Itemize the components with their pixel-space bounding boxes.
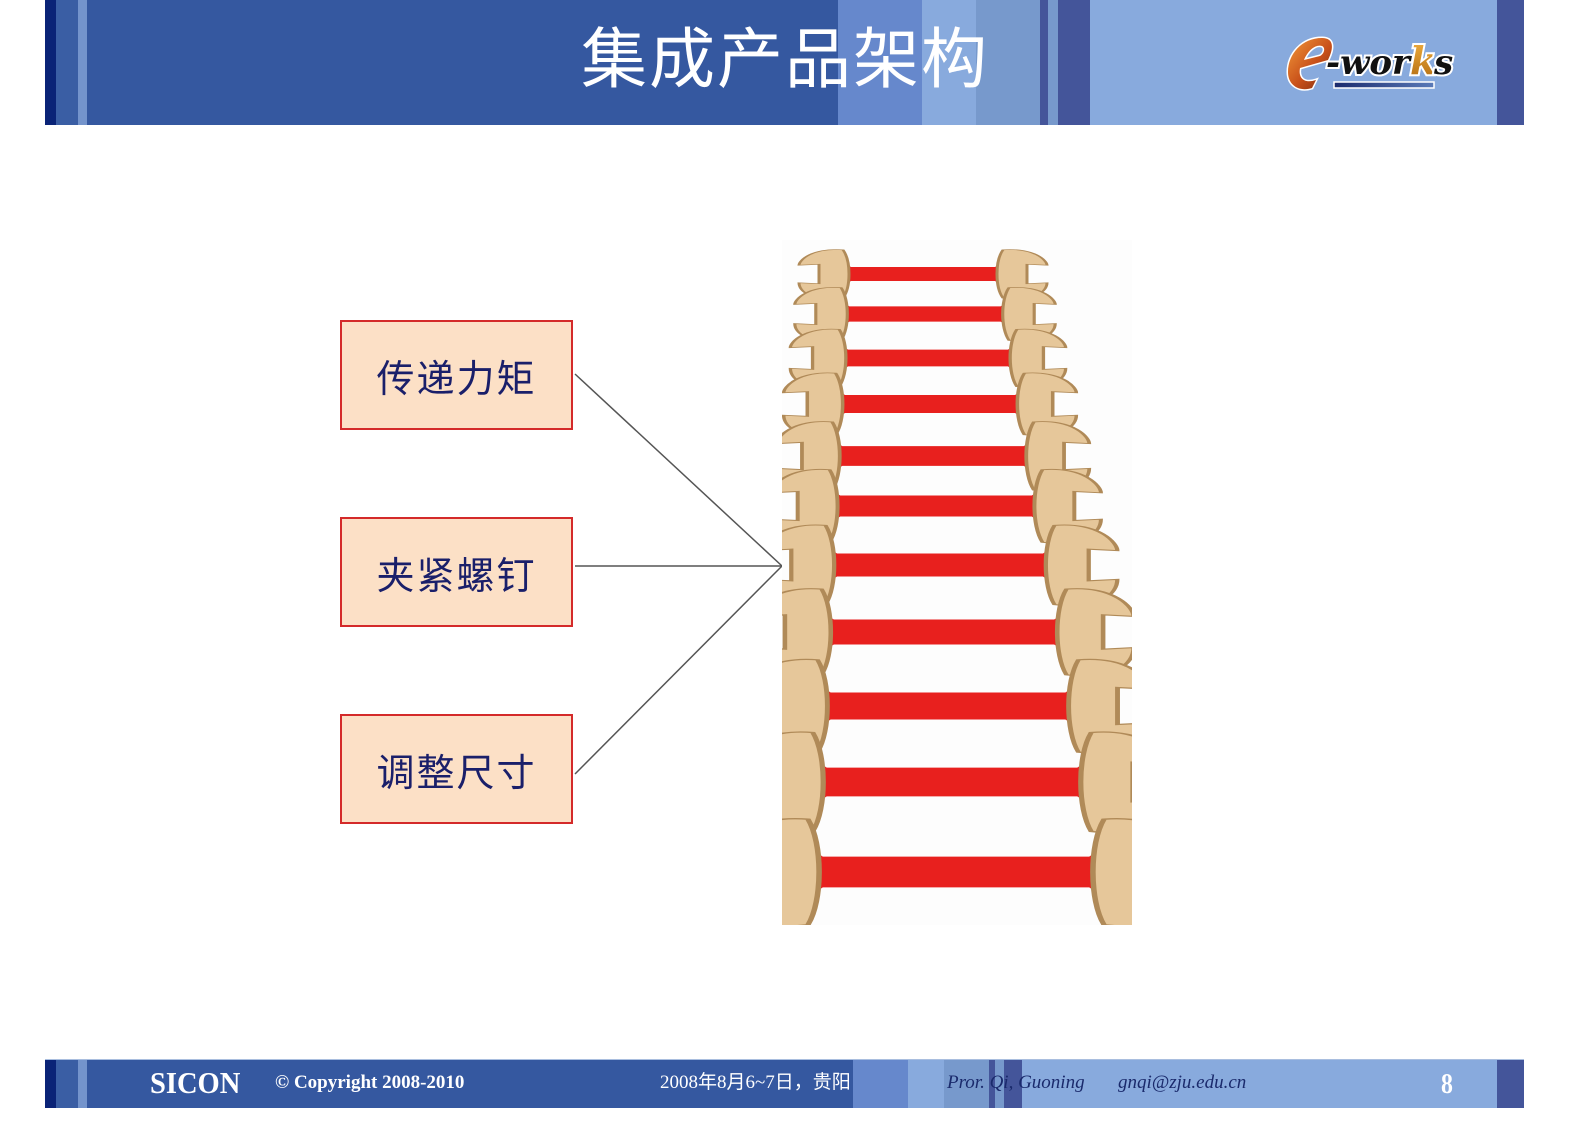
stripe <box>1497 1060 1524 1108</box>
footer-author: Pror. Qi, Guoning <box>947 1072 1085 1093</box>
stripe <box>976 0 1040 125</box>
footer-email[interactable]: gnqi@zju.edu.cn <box>1118 1072 1247 1093</box>
concept-box-clamp-screw: 夹紧螺钉 <box>340 517 573 627</box>
footer-brand: SICON <box>150 1065 241 1100</box>
concept-label: 传递力矩 <box>376 356 537 401</box>
concept-label: 调整尺寸 <box>376 750 537 795</box>
e-works-logo-icon: -wor k s <box>1286 36 1455 91</box>
stripe <box>56 1060 78 1108</box>
stripe <box>56 0 78 125</box>
connector-line-1 <box>574 373 783 567</box>
stripe <box>853 1060 908 1108</box>
stripe <box>45 1060 56 1108</box>
page-number: 8 <box>1441 1069 1453 1100</box>
connector-line-3 <box>574 565 783 775</box>
svg-text:k: k <box>1410 38 1436 83</box>
e-works-logo: -wor k s <box>1282 30 1477 94</box>
wrench-set-image <box>782 240 1132 925</box>
stripe <box>1004 1060 1022 1108</box>
footer-date-location: 2008年8月6~7日，贵阳 <box>660 1072 851 1093</box>
header-bar <box>45 0 1524 125</box>
stripe <box>1040 0 1048 125</box>
stripe <box>78 0 87 125</box>
stripe <box>838 0 922 125</box>
footer-bar <box>45 1059 1524 1108</box>
stripe <box>908 1060 944 1108</box>
svg-text:s: s <box>1433 43 1453 83</box>
stripe <box>1497 0 1524 125</box>
concept-box-torque: 传递力矩 <box>340 320 573 430</box>
stripe <box>1048 0 1058 125</box>
stripe <box>45 0 56 125</box>
stripe <box>1022 1060 1497 1108</box>
stripe <box>1058 0 1090 125</box>
stripe <box>922 0 976 125</box>
stripe <box>989 1060 995 1108</box>
stripe <box>944 1060 989 1108</box>
concept-box-adjust-size: 调整尺寸 <box>340 714 573 824</box>
stripe <box>995 1060 1004 1108</box>
concept-label: 夹紧螺钉 <box>376 553 537 598</box>
stripe <box>78 1060 87 1108</box>
slide-title: 集成产品架构 <box>581 21 989 98</box>
footer-copyright: © Copyright 2008-2010 <box>275 1072 465 1093</box>
svg-text:-wor: -wor <box>1326 43 1412 83</box>
